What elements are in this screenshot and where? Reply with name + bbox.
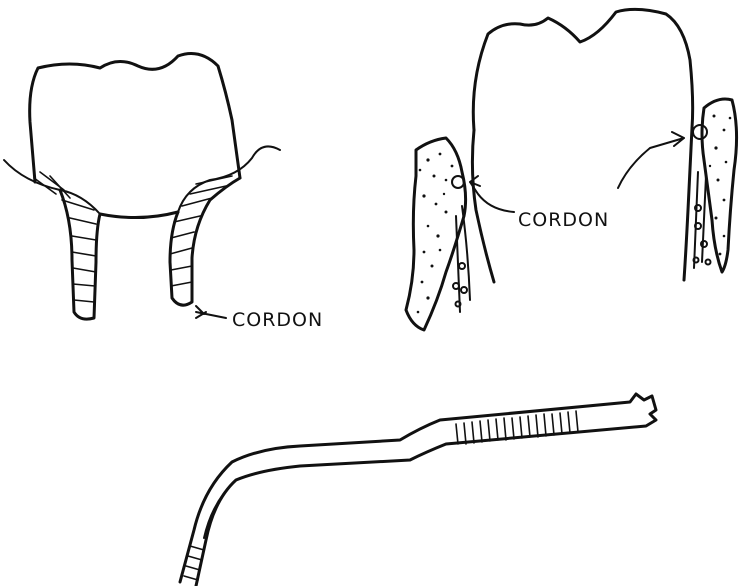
instrument-outline (180, 394, 656, 586)
cord-packing-instrument (180, 394, 656, 586)
right-cord-right-circle (693, 125, 707, 139)
right-section-figure: CORDON (406, 9, 737, 330)
left-cord-label: CORDON (232, 309, 323, 331)
right-gum-left-stipple (417, 153, 454, 314)
right-cord-left-circle (452, 176, 464, 188)
left-tooth-figure: CORDON (4, 54, 323, 331)
left-cord-arrow (196, 306, 226, 318)
left-gum-line-left (4, 160, 100, 214)
right-right-cord-arrow (618, 132, 684, 188)
right-ligament-right (694, 172, 706, 268)
left-crown-outline (30, 54, 240, 182)
left-tooth-base (100, 212, 178, 218)
left-root-right-hatching (170, 176, 232, 286)
right-tooth-right-wall (684, 128, 692, 280)
right-cord-label: CORDON (518, 209, 609, 231)
right-crown-outline (473, 9, 692, 130)
left-root-left-hatching (34, 172, 96, 302)
left-root-right (170, 178, 240, 305)
